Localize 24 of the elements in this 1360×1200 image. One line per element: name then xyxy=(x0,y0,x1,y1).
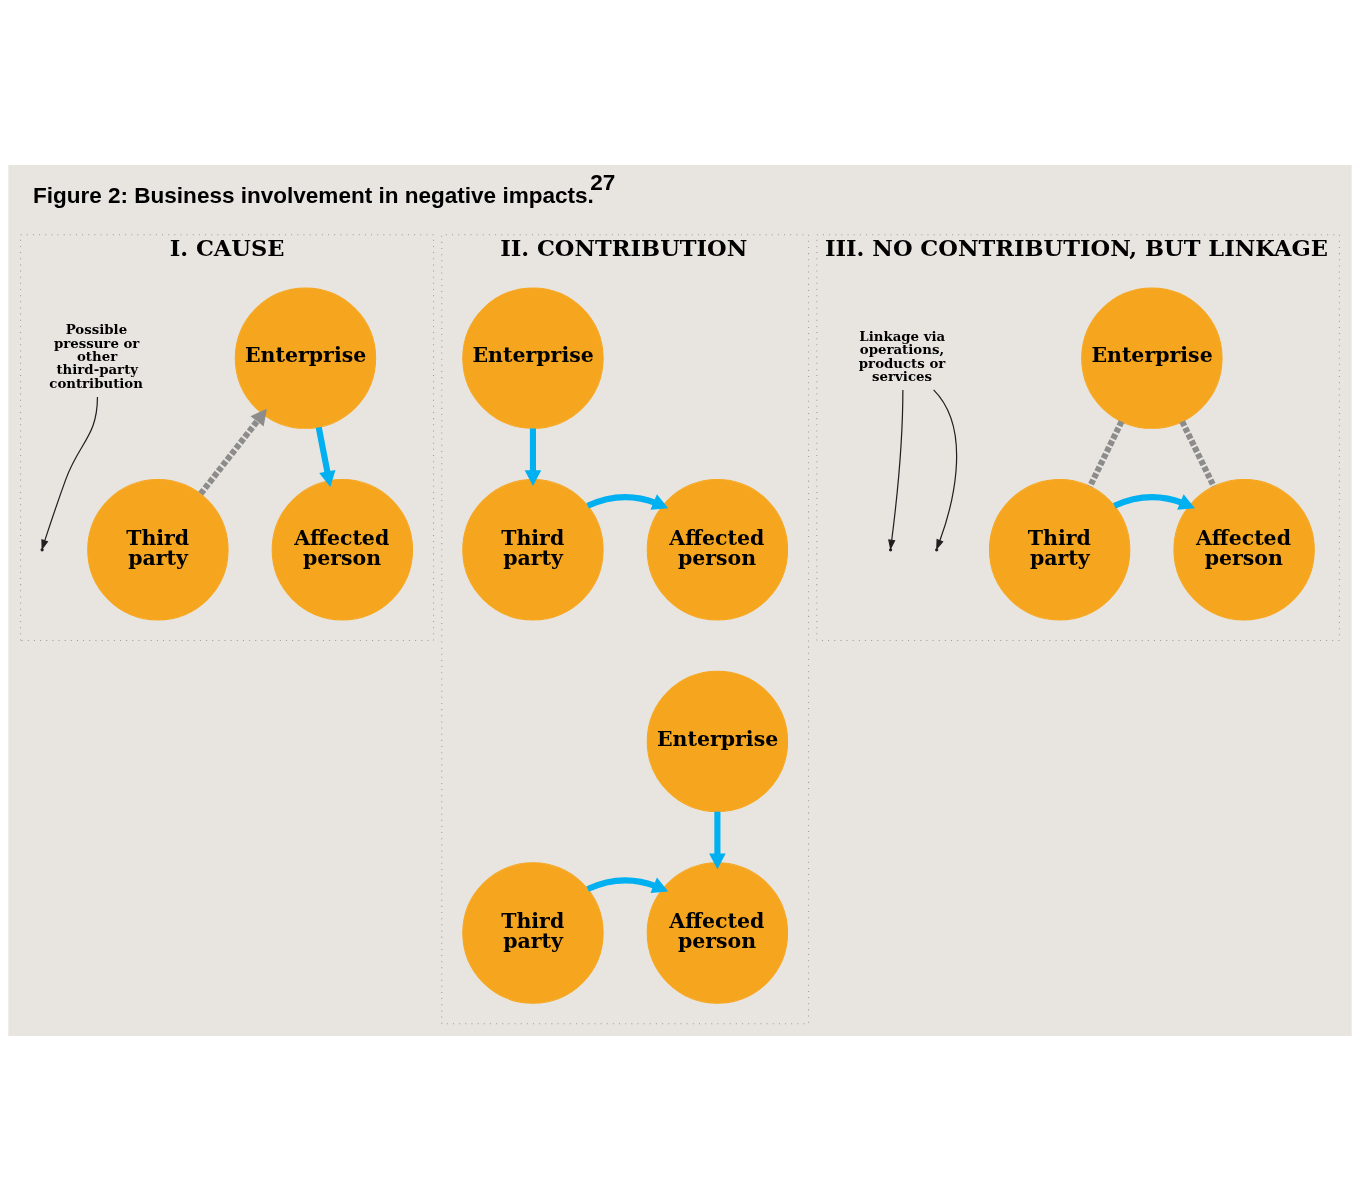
connector xyxy=(1179,419,1217,488)
node-circle: Enterprise xyxy=(646,670,789,812)
arrow xyxy=(198,408,267,496)
node-circle: Affected person xyxy=(646,861,789,1004)
arrow xyxy=(41,396,99,550)
node-circle: Third party xyxy=(988,478,1131,620)
arrow xyxy=(315,426,336,487)
node-circle: Enterprise xyxy=(1081,286,1223,429)
node-circle: Third party xyxy=(87,478,229,620)
arrow xyxy=(586,493,669,510)
node-text: Linkage via operations, products or services xyxy=(858,327,946,384)
node-circle: Third party xyxy=(462,478,604,620)
node-circle: Affected person xyxy=(1173,478,1315,620)
node-circle: Affected person xyxy=(271,478,414,620)
arrow xyxy=(709,811,726,869)
arrow xyxy=(888,388,904,550)
arrow xyxy=(1113,493,1195,510)
node-circle: Third party xyxy=(462,861,604,1004)
node-text: Possible pressure or other third-party contribution xyxy=(49,320,143,391)
node-circle: Enterprise xyxy=(462,286,604,429)
arrow xyxy=(524,427,542,486)
connector xyxy=(1087,419,1125,488)
arrow xyxy=(586,876,669,893)
node-circle: Affected person xyxy=(646,478,789,620)
